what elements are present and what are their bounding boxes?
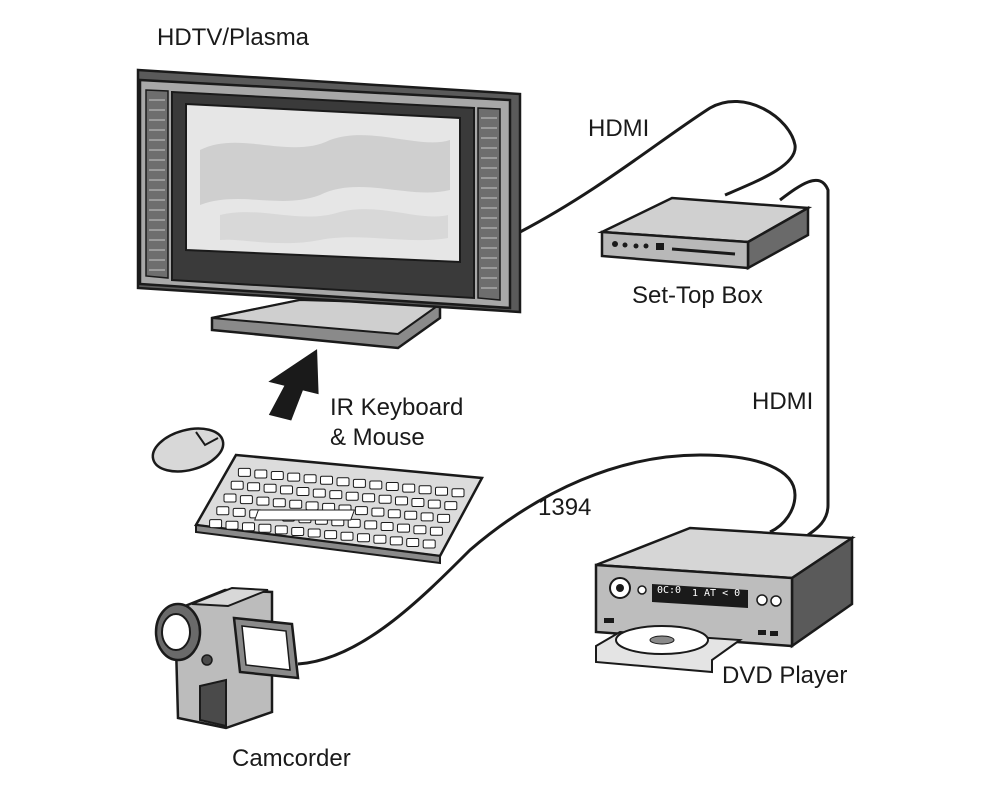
label-camcorder: Camcorder xyxy=(232,745,351,772)
label-ir-keyboard: IR Keyboard xyxy=(330,394,464,421)
keyboard-key xyxy=(378,494,392,504)
keyboard-key xyxy=(232,507,246,517)
keyboard-key xyxy=(354,506,368,516)
keyboard-key xyxy=(230,480,244,490)
keyboard-key xyxy=(287,472,301,482)
keyboard-key xyxy=(307,528,321,538)
camcorder-device xyxy=(154,586,300,730)
dvd-player-device xyxy=(594,526,856,674)
keyboard-key xyxy=(305,501,319,511)
keyboard-key xyxy=(237,467,251,477)
keyboard-key xyxy=(270,471,284,480)
keyboard-key xyxy=(329,490,343,500)
keyboard-key xyxy=(451,488,465,498)
keyboard-icon xyxy=(193,453,484,565)
keyboard-key xyxy=(247,482,261,492)
keyboard-key xyxy=(274,525,288,535)
keyboard-key xyxy=(347,518,361,528)
keyboard-key xyxy=(389,536,403,546)
label-ir-mouse: & Mouse xyxy=(330,424,425,451)
keyboard-key xyxy=(429,526,443,536)
keyboard-key xyxy=(258,523,272,533)
keyboard-key xyxy=(289,499,303,509)
keyboard-key xyxy=(371,507,385,517)
keyboard-key xyxy=(422,539,436,549)
keyboard-key xyxy=(256,496,270,506)
keyboard-key xyxy=(373,534,387,544)
dvd-display-readout-right: 1 AT < 0 xyxy=(692,588,741,599)
keyboard-key xyxy=(242,522,255,532)
keyboard-key xyxy=(402,483,416,493)
label-hdmi-top: HDMI xyxy=(588,115,650,142)
keyboard-key xyxy=(272,498,286,508)
keyboard-key xyxy=(225,520,239,530)
label-hdmi-right: HDMI xyxy=(752,388,814,415)
keyboard-key xyxy=(420,512,434,522)
firewire-cable xyxy=(297,453,797,666)
keyboard-key xyxy=(385,482,399,491)
keyboard-key xyxy=(223,493,237,503)
keyboard-key xyxy=(291,527,305,536)
keyboard-key xyxy=(357,533,370,543)
keyboard-key xyxy=(209,519,223,529)
ir-signal-arrow xyxy=(268,349,319,421)
label-set-top-box: Set-Top Box xyxy=(632,282,763,309)
keyboard-key xyxy=(263,483,277,493)
keyboard-key xyxy=(345,491,359,501)
keyboard-key xyxy=(364,520,378,530)
keyboard-key xyxy=(340,531,354,541)
keyboard-key xyxy=(369,480,383,490)
keyboard-key xyxy=(336,477,350,487)
hdtv-plasma xyxy=(136,68,522,350)
keyboard-key xyxy=(324,530,338,540)
keyboard-key xyxy=(437,513,451,523)
keyboard-key xyxy=(296,487,310,496)
keyboard-key xyxy=(413,525,427,535)
set-top-box-device xyxy=(597,196,813,271)
hdmi-cable-tv-to-settop xyxy=(519,100,797,234)
keyboard-key xyxy=(320,475,333,485)
keyboard-key xyxy=(312,488,326,498)
keyboard-key xyxy=(418,485,432,495)
keyboard-key xyxy=(411,498,425,507)
keyboard-key xyxy=(239,495,253,505)
keyboard-key xyxy=(216,506,230,516)
keyboard-key xyxy=(404,510,418,520)
keyboard-key xyxy=(352,478,366,488)
hdmi-cable-settop-to-dvd xyxy=(779,178,830,537)
keyboard-key xyxy=(435,486,448,496)
label-dvd-player: DVD Player xyxy=(722,662,848,689)
keyboard-key xyxy=(395,496,408,506)
mouse-icon xyxy=(151,427,225,473)
keyboard-key xyxy=(387,509,401,519)
keyboard-key xyxy=(397,523,410,533)
keyboard-key xyxy=(254,469,268,479)
keyboard-key xyxy=(406,538,420,547)
keyboard-key xyxy=(380,522,394,531)
label-hdtv-plasma: HDTV/Plasma xyxy=(157,24,310,51)
label-1394: 1394 xyxy=(538,494,592,521)
keyboard-key xyxy=(444,501,458,511)
keyboard-key xyxy=(362,493,376,503)
keyboard-key xyxy=(280,485,293,495)
keyboard-key xyxy=(303,474,317,484)
keyboard-key xyxy=(427,499,441,509)
dvd-display xyxy=(652,584,748,608)
dvd-display-readout-left: 0C:0 xyxy=(657,585,682,596)
